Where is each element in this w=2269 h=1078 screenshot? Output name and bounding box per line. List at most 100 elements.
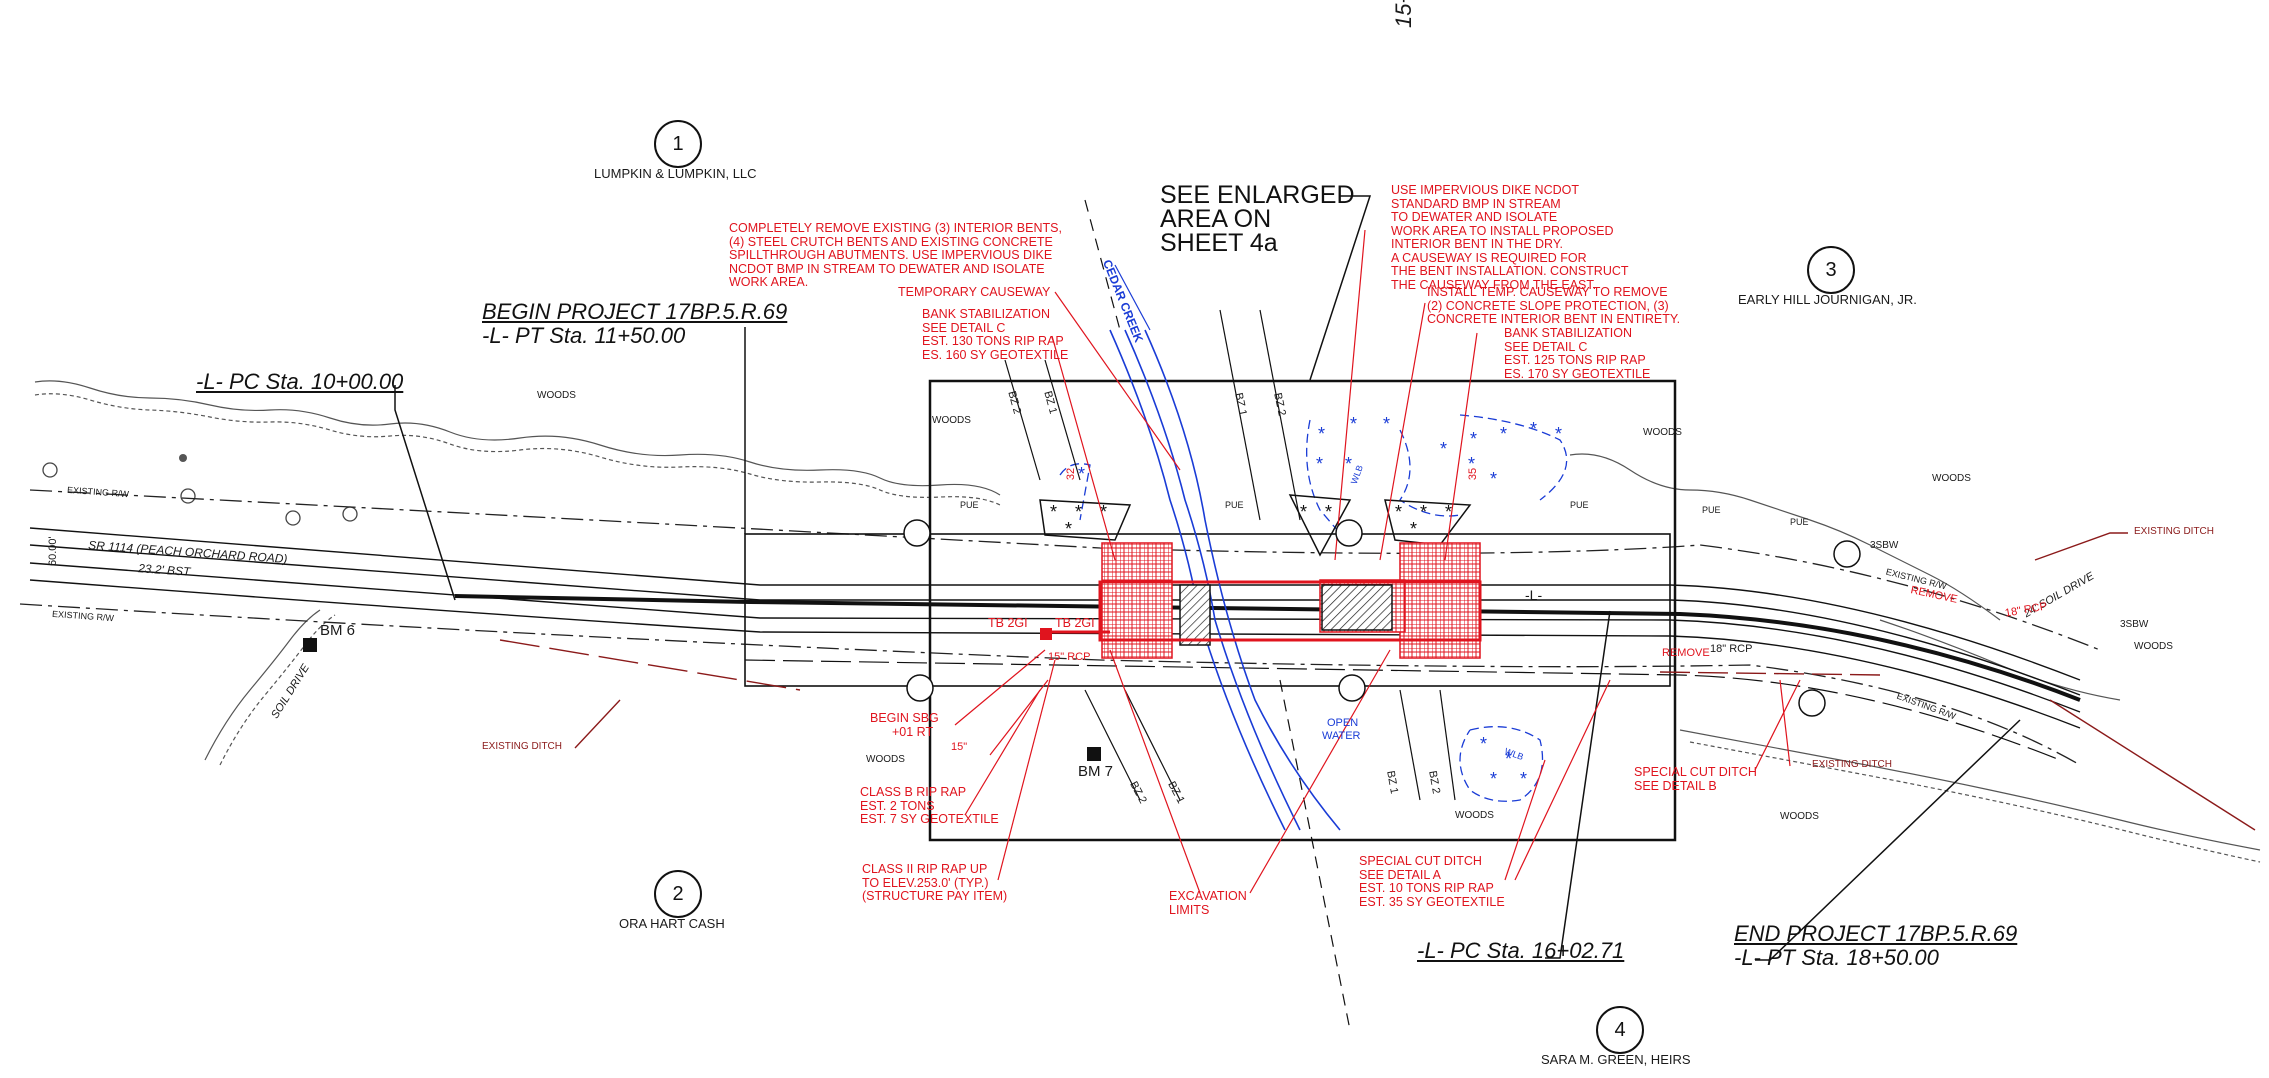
tb2gi-label: TB 2GI [988,616,1028,630]
pue-label: PUE [1702,505,1721,515]
note-impervious-dike: USE IMPERVIOUS DIKE NCDOT STANDARD BMP I… [1391,183,1629,292]
existing-ditch-label: EXISTING DITCH [1812,759,1893,770]
parcel-1-owner: LUMPKIN & LUMPKIN, LLC [594,166,757,181]
red-leaders [954,229,1801,894]
station-label-top: 15+00 [1391,0,1416,28]
svg-text:*: * [1078,464,1085,484]
road-width: 60.00' [47,536,59,566]
svg-text:*: * [1318,424,1325,444]
buffer-zone-lines [1004,199,1456,1031]
parcel-3-owner: EARLY HILL JOURNIGAN, JR. [1738,292,1917,307]
wetland-symbols-black: **** ****** [1050,502,1452,539]
woods-label: WOODS [1780,811,1819,822]
tb2gi-marker [1040,628,1052,640]
svg-text:*: * [1383,414,1390,434]
svg-text:*: * [1075,502,1082,522]
woods-label: WOODS [1643,427,1682,438]
note-excavation-limits: EXCAVATION LIMITS [1169,889,1247,917]
existing-ditch-label: EXISTING DITCH [482,741,563,752]
parcel-4-marker: 4 [1596,1006,1644,1054]
pue-label: PUE [1225,500,1244,510]
bm6-label: BM 6 [320,622,356,639]
rcp-label: 18" RCP [1710,643,1753,655]
existing-rw-lines [19,489,2101,766]
svg-text:*: * [1530,419,1537,439]
end-project-label: END PROJECT 17BP.5.R.69 [1734,921,2018,946]
parcel-3-marker: 3 [1807,246,1855,294]
svg-text:*: * [1505,749,1512,769]
ssbw-label: 3SBW [1870,540,1899,551]
svg-text:*: * [1316,454,1323,474]
pipe-size-label: 15" [951,741,968,753]
parcel-2-owner: ORA HART CASH [619,916,725,931]
note-class-b: CLASS B RIP RAP EST. 2 TONS EST. 7 SY GE… [860,785,999,826]
svg-text:*: * [1345,454,1352,474]
svg-text:*: * [1468,454,1475,474]
note-remove-bents: COMPLETELY REMOVE EXISTING (3) INTERIOR … [729,221,1062,289]
pue-label: PUE [960,500,979,510]
woods-label: WOODS [537,390,576,401]
svg-text:*: * [1395,502,1402,522]
note-special-ditch-b: SPECIAL CUT DITCH SEE DETAIL B [1634,765,1757,793]
parcel-1-marker: 1 [654,120,702,168]
note-special-ditch-a: SPECIAL CUT DITCH SEE DETAIL A EST. 10 T… [1359,854,1505,909]
dimension-label: 32 [1065,467,1078,481]
leader-lines [394,195,2021,961]
enlarged-area-box [928,379,1677,842]
svg-text:*: * [1500,424,1507,444]
svg-text:*: * [1065,519,1072,539]
note-install-causeway: INSTALL TEMP. CAUSEWAY TO REMOVE (2) CON… [1427,285,1681,326]
pue-label: PUE [1570,500,1589,510]
open-water-line1: OPEN [1327,717,1359,729]
svg-text:*: * [1440,439,1447,459]
svg-text:*: * [1520,769,1527,789]
wetland-boundary [1059,414,1568,802]
dark-leaders [499,532,2256,831]
svg-text:*: * [1050,502,1057,522]
svg-text:*: * [1490,769,1497,789]
rw-markers [903,519,1861,717]
svg-text:*: * [1100,502,1107,522]
svg-text:*: * [1350,414,1357,434]
bent-areas [1179,584,1393,646]
sheet-reference-line1: SEE ENLARGED [1160,181,1355,209]
bm7-label: BM 7 [1078,763,1114,780]
cedar-creek [1109,264,1341,831]
ssbw-label: 3SBW [2120,619,2149,630]
sheet-reference-line2: AREA ON [1160,205,1272,233]
pc-end-station: -L- PC Sta. 16+02.71 [1417,938,1625,963]
alignment-label: -L- [1525,587,1543,603]
bm-markers [303,638,1101,761]
woods-label: WOODS [1932,473,1971,484]
remove-label: REMOVE [1662,647,1710,659]
note-temp-causeway: TEMPORARY CAUSEWAY [898,285,1051,299]
svg-text:*: * [1445,502,1452,522]
woods-edge-right [1569,453,2261,863]
woods-edge-left [34,380,1001,766]
svg-text:*: * [1420,502,1427,522]
note-bank-stab-right: BANK STABILIZATION SEE DETAIL C EST. 125… [1504,326,1651,381]
pt-begin-station: -L- PT Sta. 11+50.00 [482,323,686,348]
woods-label: WOODS [1455,810,1494,821]
svg-text:*: * [1490,469,1497,489]
woods-label: WOODS [866,754,905,765]
existing-ditch-label: EXISTING DITCH [2134,526,2215,537]
open-water-line2: WATER [1322,730,1361,742]
pc-begin-station: -L- PC Sta. 10+00.00 [196,369,404,394]
svg-text:*: * [1410,519,1417,539]
svg-text:*: * [1325,502,1332,522]
parcel-2-marker: 2 [654,870,702,918]
svg-text:*: * [1480,734,1487,754]
note-begin-sbg: BEGIN SBG +01 RT [870,711,939,739]
svg-text:*: * [1555,424,1562,444]
woods-label: WOODS [2134,641,2173,652]
roadway-lines [29,527,2081,761]
note-class-ii: CLASS II RIP RAP UP TO ELEV.253.0' (TYP.… [862,862,1008,903]
note-bank-stab-left: BANK STABILIZATION SEE DETAIL C EST. 130… [922,307,1069,362]
svg-text:*: * [1300,502,1307,522]
pue-label: PUE [1790,517,1809,527]
parcel-4-owner: SARA M. GREEN, HEIRS [1541,1052,1691,1067]
pt-end-station: -L- PT Sta. 18+50.00 [1734,945,1939,970]
